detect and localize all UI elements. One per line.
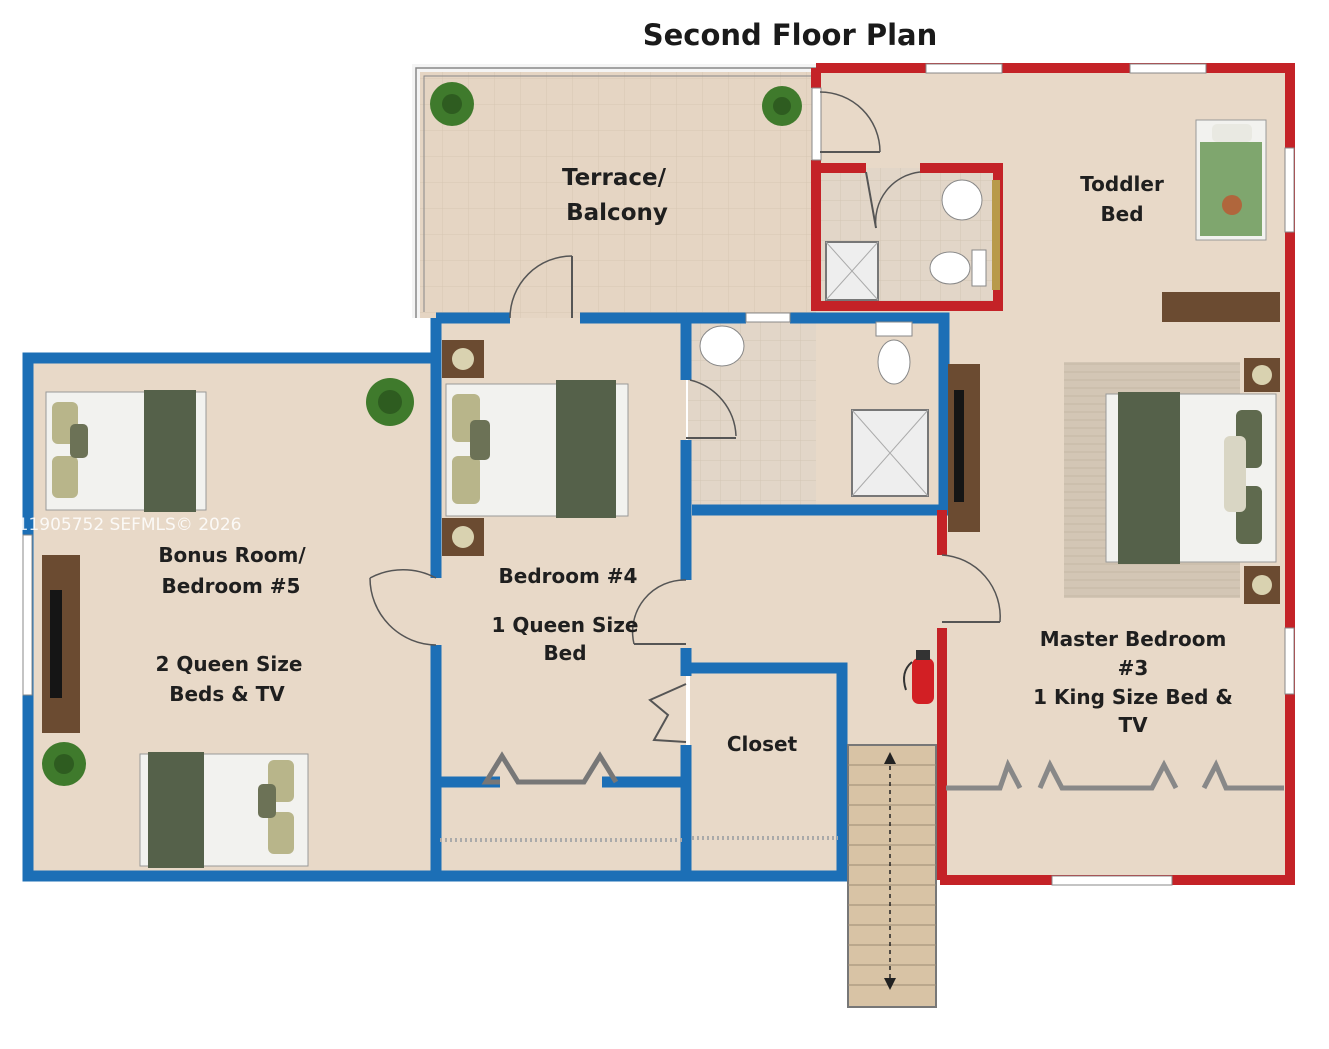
toddler-label-2: Bed (1100, 202, 1143, 226)
fire-extinguisher-icon (903, 650, 934, 704)
bedroom4-label-3: Bed (543, 641, 586, 665)
doors (369, 91, 1001, 743)
hall-tv (948, 364, 980, 532)
bedroom4-label-2: 1 Queen Size (492, 613, 639, 637)
bonus-tv (42, 555, 80, 733)
windows (22, 63, 1295, 886)
toddler-bed (1195, 119, 1267, 241)
bonus-bed-1 (45, 390, 207, 512)
master-label-2: #3 (1118, 656, 1149, 680)
plan-title: Second Floor Plan (643, 18, 938, 52)
bedroom4-bed (442, 340, 629, 556)
master-label-4: TV (1118, 713, 1148, 737)
stairs (847, 744, 937, 1008)
ensuite-fixtures (825, 179, 1000, 301)
closet-floor (690, 672, 840, 876)
terrace-railing (412, 64, 816, 318)
bonus-label: Bonus Room/ (158, 543, 306, 567)
master-label-3: 1 King Size Bed & (1033, 685, 1233, 709)
bath-fixtures (699, 321, 929, 497)
bonus-bed-2 (139, 752, 309, 868)
closet-doors (440, 751, 1284, 842)
terrace-floor (416, 68, 816, 318)
master-bed (1105, 358, 1280, 604)
toddler-label: Toddler (1080, 172, 1164, 196)
bonus-label-4: Beds & TV (169, 682, 285, 706)
bonus-label-3: 2 Queen Size (156, 652, 303, 676)
closet-label: Closet (727, 732, 798, 756)
master-label: Master Bedroom (1040, 627, 1227, 651)
watermark: A11905752 SEFMLS© 2026 (6, 515, 241, 535)
dresser (1162, 292, 1280, 322)
plant-icon (42, 82, 802, 786)
bonus-label-2: Bedroom #5 (162, 574, 301, 598)
terrace-label: Terrace/ (562, 165, 667, 191)
bedroom4-label: Bedroom #4 (499, 564, 638, 588)
terrace-label-2: Balcony (566, 200, 668, 226)
